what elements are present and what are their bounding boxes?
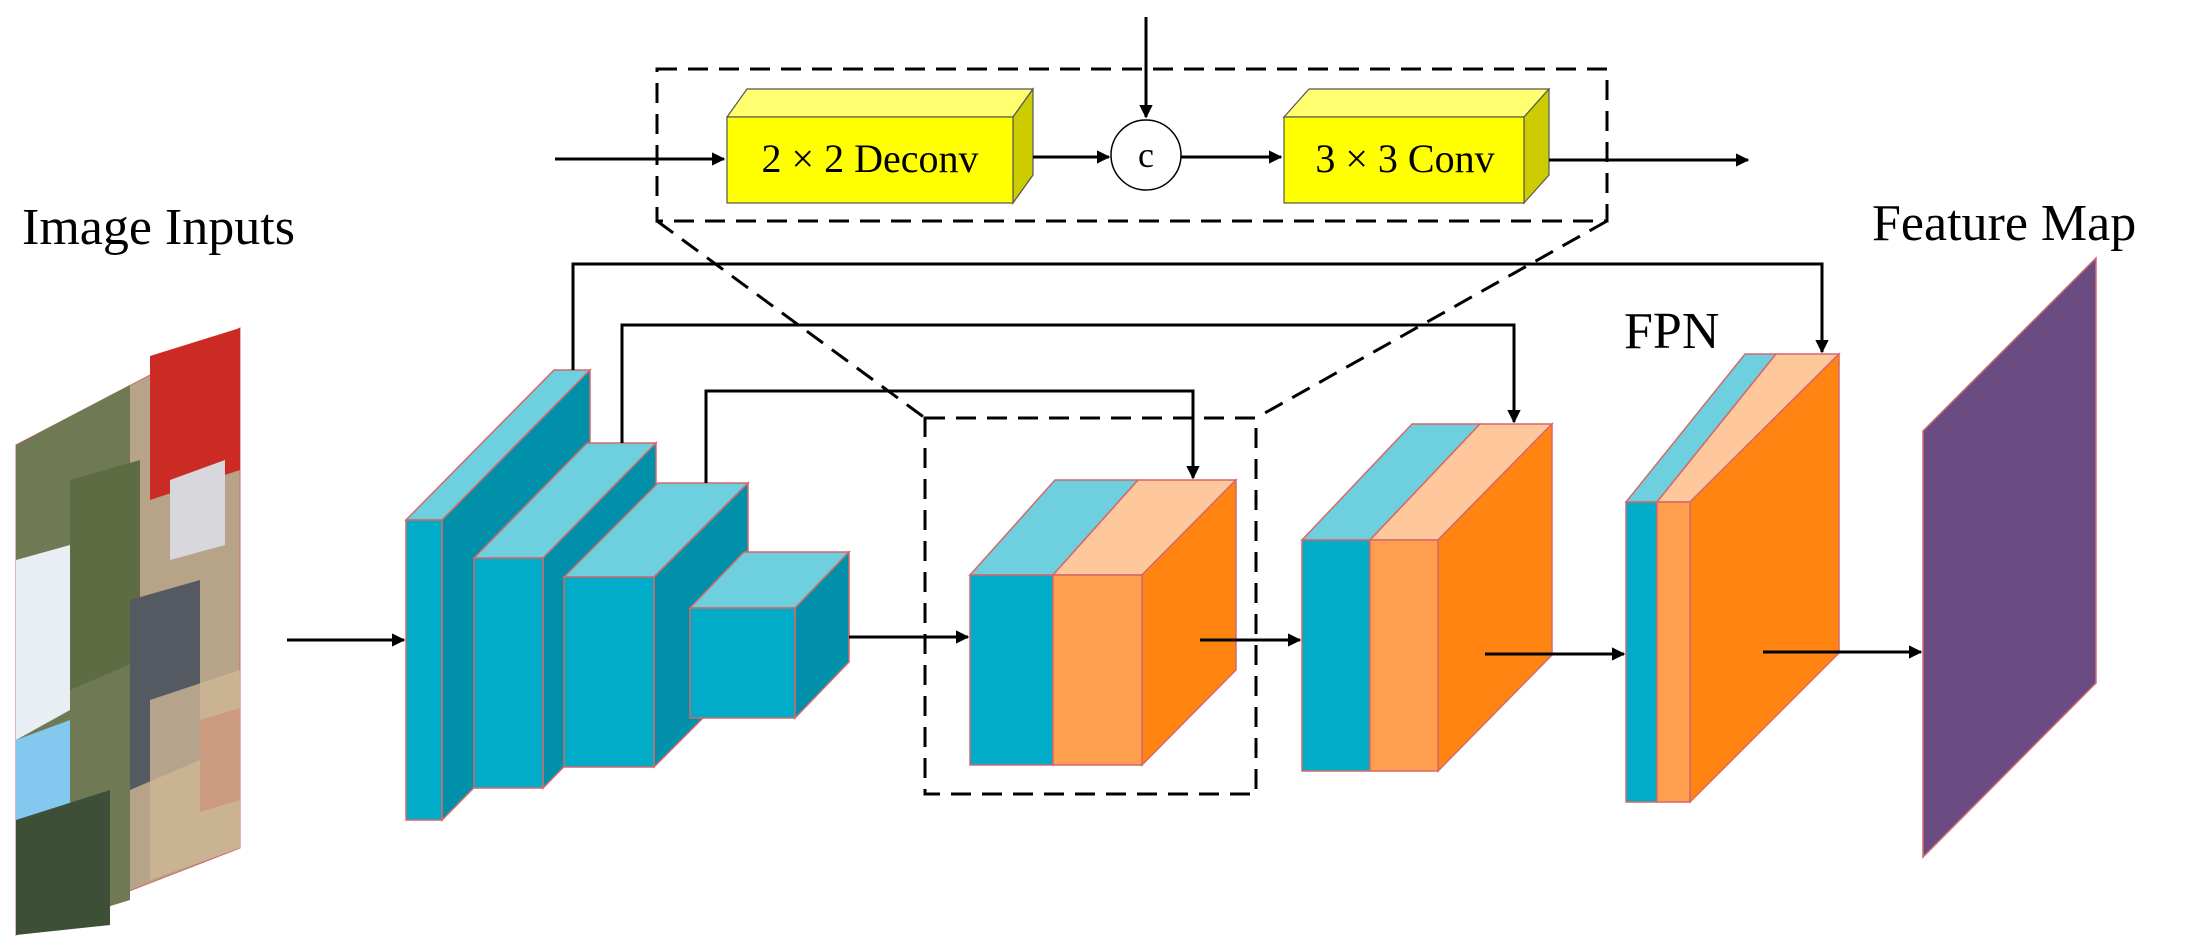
conv-label: 3 × 3 Conv <box>1315 136 1494 181</box>
concat-label: c <box>1138 135 1154 175</box>
feature-map-plane <box>1922 256 2097 859</box>
deconv-label: 2 × 2 Deconv <box>762 136 979 181</box>
deconv-block <box>725 87 1035 205</box>
zoom-guide-right <box>1255 219 1608 420</box>
conv-block <box>1282 87 1551 205</box>
skip-connection-block-1 <box>571 262 1829 370</box>
fused-block-1 <box>968 478 1238 767</box>
fused-block-2 <box>1300 422 1554 773</box>
zoom-frame-fused-block <box>923 416 1258 796</box>
concat-node <box>1110 119 1182 191</box>
fpn-label: FPN <box>1624 303 1719 360</box>
skip-connection-block-3 <box>704 389 1200 483</box>
fused-block-3 <box>1624 352 1841 804</box>
image-inputs-title: Image Inputs <box>22 199 295 256</box>
skip-connection-block-2 <box>620 323 1521 443</box>
zoom-guide-left <box>656 219 926 420</box>
input-image <box>15 327 241 936</box>
feature-map-title: Feature Map <box>1872 195 2136 252</box>
zoom-frame-detail <box>655 67 1609 223</box>
backbone-block-4 <box>688 550 851 720</box>
